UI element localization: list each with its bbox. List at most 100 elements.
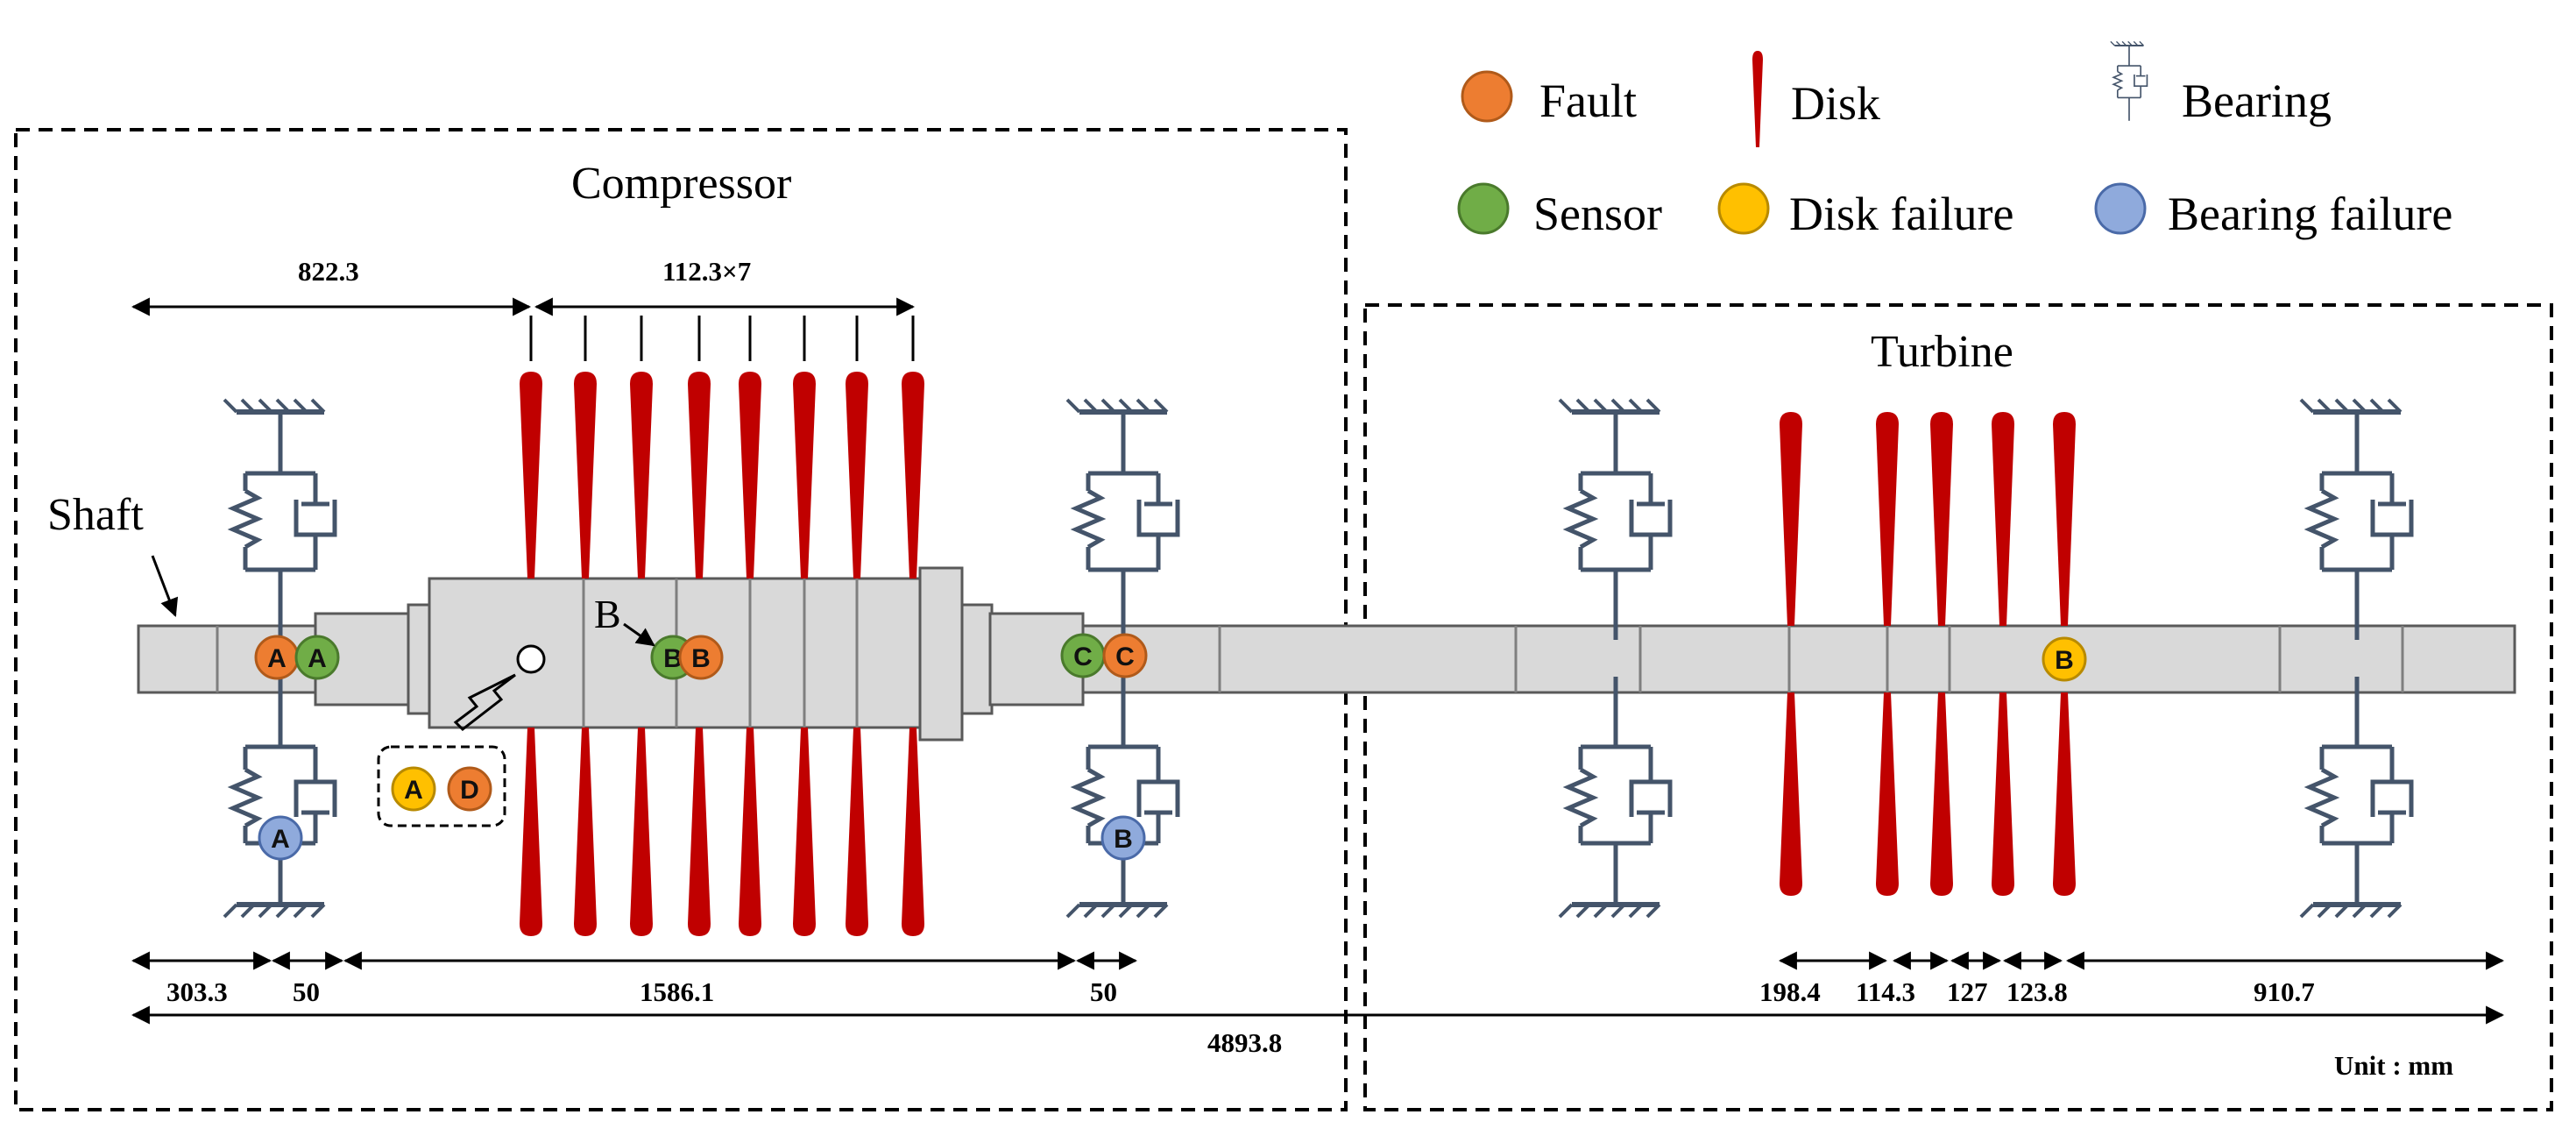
compressor-disk-8-upper xyxy=(902,372,924,579)
dim-910: 910.7 xyxy=(2254,976,2315,1007)
fault-icon xyxy=(1461,70,1513,123)
sensor-marker-a-label: A xyxy=(308,644,327,673)
legend-bearing: Bearing xyxy=(2109,40,2332,127)
shaft-label: Shaft xyxy=(47,490,144,540)
bearing-bottom-3 xyxy=(1560,677,1670,917)
compressor-disk-3-upper xyxy=(630,372,653,579)
dim-114: 114.3 xyxy=(1856,976,1915,1007)
disk-failure-marker-a-label: A xyxy=(404,776,423,805)
top-dimensions: 822.3 112.3×7 xyxy=(131,256,916,361)
bearing-top-2 xyxy=(1067,400,1178,640)
legend-disk-failure-label: Disk failure xyxy=(1789,188,2013,240)
turbine-disk-1-lower xyxy=(1780,692,1802,896)
markers: A A B B B C C A B A D B xyxy=(254,592,2087,861)
fault-marker-a-label: A xyxy=(267,644,287,673)
compressor-disk-5-lower xyxy=(739,728,761,936)
bearing-top-3 xyxy=(1560,400,1670,640)
pointer-b-arrow xyxy=(623,622,655,647)
legend-fault: Fault xyxy=(1461,70,1637,127)
bearing-failure-marker-a xyxy=(258,815,303,861)
bearing-bottom-2 xyxy=(1067,677,1178,917)
turbine-disk-5-upper xyxy=(2053,412,2076,626)
compressor-disk-8-lower xyxy=(902,728,924,936)
disk-failure-marker-a xyxy=(391,766,436,812)
legend-sensor-label: Sensor xyxy=(1533,188,1662,240)
bottom-dimensions: 303.3 50 1586.1 50 4893.8 198.4 114.3 12… xyxy=(131,951,2505,1081)
disk-failure-marker-b xyxy=(2042,636,2087,682)
compressor-box xyxy=(14,128,1348,1111)
callout-arrow xyxy=(453,673,516,731)
compressor-disk-1-upper xyxy=(520,372,542,579)
turbine-disk-4-lower xyxy=(1992,692,2014,896)
fault-marker-d xyxy=(447,766,492,812)
fault-marker-c xyxy=(1102,633,1148,678)
callout-box xyxy=(377,745,506,827)
dim-303: 303.3 xyxy=(166,976,228,1007)
compressor-disk-7-lower xyxy=(846,728,868,936)
turbine-disks xyxy=(1780,412,2076,896)
turbine-disk-3-upper xyxy=(1930,412,1953,626)
turbine-disk-5-lower xyxy=(2053,692,2076,896)
dim-123: 123.8 xyxy=(2006,976,2068,1007)
dim-112x7: 112.3×7 xyxy=(662,256,751,287)
legend-bearing-label: Bearing xyxy=(2182,75,2332,127)
fault-marker-c-label: C xyxy=(1115,642,1135,671)
bearing-failure-icon xyxy=(2094,182,2147,235)
fault-marker-d-label: D xyxy=(460,776,479,805)
compressor-disk-3-lower xyxy=(630,728,653,936)
dim-50-left: 50 xyxy=(293,976,320,1007)
legend-disk-failure: Disk failure xyxy=(1717,182,2013,240)
turbine-title: Turbine xyxy=(1871,327,2013,377)
turbine-box xyxy=(1363,303,2553,1111)
turbine-disk-4-upper xyxy=(1992,412,2014,626)
bearing-bottom-1 xyxy=(224,677,335,917)
shaft-pointer xyxy=(151,555,179,617)
shaft xyxy=(137,566,2516,742)
pointer-b-label: B xyxy=(594,592,621,636)
bearing-failure-marker-b-label: B xyxy=(1114,825,1133,854)
turbine-disk-2-lower xyxy=(1876,692,1899,896)
bearing-failure-marker-b xyxy=(1100,815,1146,861)
compressor-disk-2-lower xyxy=(574,728,597,936)
legend-bearing-failure: Bearing failure xyxy=(2094,182,2452,240)
unit-label: Unit : mm xyxy=(2334,1050,2453,1081)
dim-50-right: 50 xyxy=(1090,976,1117,1007)
compressor-disk-6-upper xyxy=(793,372,816,579)
legend-disk: Disk xyxy=(1752,51,1880,147)
turbine-disk-1-upper xyxy=(1780,412,1802,626)
compressor-disk-5-upper xyxy=(739,372,761,579)
compressor-title: Compressor xyxy=(571,159,791,209)
disk-icon xyxy=(1752,51,1763,147)
legend-bearing-failure-label: Bearing failure xyxy=(2168,188,2452,240)
disk-failure-icon xyxy=(1717,182,1770,235)
compressor-disk-4-lower xyxy=(688,728,711,936)
dim-127: 127 xyxy=(1947,976,1988,1007)
compressor-disk-1-lower xyxy=(520,728,542,936)
legend: Fault Disk Bearing Sensor Disk failure B… xyxy=(1457,40,2452,240)
sensor-marker-c-label: C xyxy=(1073,642,1093,671)
turbine-disk-2-upper xyxy=(1876,412,1899,626)
dim-total: 4893.8 xyxy=(1207,1027,1282,1058)
compressor-disk-4-upper xyxy=(688,372,711,579)
dim-198: 198.4 xyxy=(1759,976,1821,1007)
bearing-top-1 xyxy=(224,400,335,640)
bearing-top-4 xyxy=(2301,400,2411,640)
compressor-disk-7-upper xyxy=(846,372,868,579)
fault-marker-b xyxy=(678,635,724,680)
legend-disk-label: Disk xyxy=(1791,77,1880,130)
fault-marker-b-label: B xyxy=(691,644,711,673)
sensor-marker-b-label: B xyxy=(663,644,683,673)
dim-822: 822.3 xyxy=(298,256,359,287)
compressor-disk-6-lower xyxy=(793,728,816,936)
dim-1586: 1586.1 xyxy=(640,976,714,1007)
legend-sensor: Sensor xyxy=(1457,182,1662,240)
compressor-disk-2-upper xyxy=(574,372,597,579)
disk-failure-marker-b-label: B xyxy=(2055,646,2074,675)
bearing-bottom-4 xyxy=(2301,677,2411,917)
turbine-disk-3-lower xyxy=(1930,692,1953,896)
sensor-icon xyxy=(1457,182,1510,235)
callout-point xyxy=(516,644,546,674)
sensor-marker-a xyxy=(294,635,340,680)
compressor-disks xyxy=(520,372,924,936)
bearing-failure-marker-a-label: A xyxy=(271,825,290,854)
